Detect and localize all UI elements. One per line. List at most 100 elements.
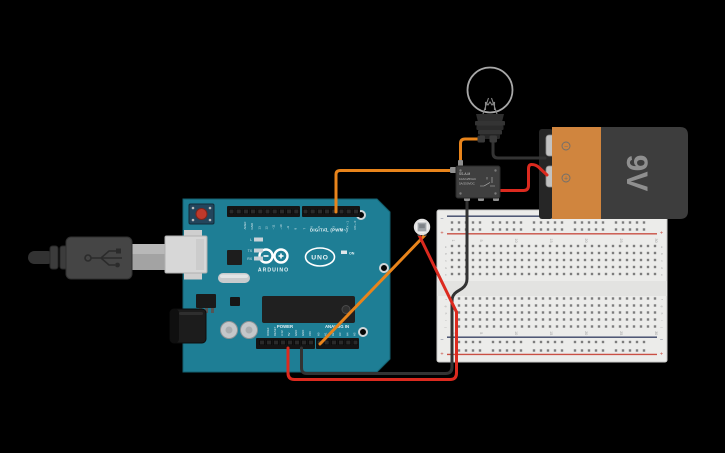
- breadboard-hole[interactable]: [576, 318, 580, 321]
- breadboard-hole[interactable]: [520, 272, 524, 276]
- breadboard-hole[interactable]: [583, 297, 587, 300]
- breadboard-hole[interactable]: [625, 244, 629, 248]
- header-pin[interactable]: [272, 208, 278, 214]
- breadboard-hole[interactable]: [576, 297, 580, 300]
- breadboard-hole[interactable]: [562, 325, 566, 328]
- breadboard-hole[interactable]: [513, 304, 517, 307]
- breadboard-hole[interactable]: [527, 244, 531, 248]
- breadboard-hole[interactable]: [635, 221, 639, 224]
- breadboard-hole[interactable]: [635, 228, 639, 231]
- breadboard-hole[interactable]: [594, 228, 598, 231]
- breadboard-hole[interactable]: [471, 221, 475, 224]
- breadboard-hole[interactable]: [618, 265, 622, 269]
- breadboard-hole[interactable]: [464, 304, 468, 307]
- breadboard-hole[interactable]: [604, 318, 608, 321]
- breadboard-hole[interactable]: [653, 311, 657, 314]
- breadboard-hole[interactable]: [450, 244, 454, 248]
- breadboard-hole[interactable]: [583, 325, 587, 328]
- breadboard-hole[interactable]: [512, 221, 516, 224]
- breadboard-hole[interactable]: [573, 228, 577, 231]
- breadboard-hole[interactable]: [594, 349, 598, 352]
- breadboard-hole[interactable]: [653, 258, 657, 262]
- breadboard-hole[interactable]: [642, 221, 646, 224]
- breadboard-hole[interactable]: [621, 228, 625, 231]
- breadboard-hole[interactable]: [450, 221, 454, 224]
- breadboard-hole[interactable]: [639, 311, 643, 314]
- breadboard-hole[interactable]: [614, 340, 618, 344]
- breadboard-hole[interactable]: [534, 251, 538, 255]
- header-pin[interactable]: [243, 208, 249, 214]
- breadboard-hole[interactable]: [499, 272, 503, 276]
- breadboard-hole[interactable]: [580, 349, 584, 352]
- breadboard-hole[interactable]: [583, 304, 587, 307]
- breadboard-hole[interactable]: [611, 325, 615, 328]
- breadboard-hole[interactable]: [611, 304, 615, 307]
- breadboard-hole[interactable]: [534, 244, 538, 248]
- wire-d2-relay[interactable]: [334, 169, 457, 214]
- breadboard-hole[interactable]: [576, 272, 580, 276]
- breadboard-hole[interactable]: [513, 297, 517, 300]
- breadboard-hole[interactable]: [553, 221, 557, 224]
- breadboard-hole[interactable]: [618, 244, 622, 248]
- power-jack[interactable]: [169, 308, 207, 344]
- breadboard-hole[interactable]: [534, 325, 538, 328]
- breadboard-hole[interactable]: [485, 265, 489, 269]
- breadboard-hole[interactable]: [485, 325, 489, 328]
- usb-plug[interactable]: [28, 236, 133, 280]
- breadboard-hole[interactable]: [632, 244, 636, 248]
- breadboard-hole[interactable]: [499, 244, 503, 248]
- breadboard-hole[interactable]: [505, 349, 509, 352]
- breadboard-hole[interactable]: [569, 325, 573, 328]
- breadboard-hole[interactable]: [601, 228, 605, 231]
- breadboard-hole[interactable]: [625, 251, 629, 255]
- breadboard-hole[interactable]: [520, 325, 524, 328]
- reset-button[interactable]: [188, 203, 215, 225]
- breadboard-hole[interactable]: [499, 325, 503, 328]
- breadboard-hole[interactable]: [548, 304, 552, 307]
- breadboard-hole[interactable]: [478, 318, 482, 321]
- breadboard-hole[interactable]: [457, 258, 461, 262]
- breadboard-hole[interactable]: [576, 258, 580, 262]
- breadboard-hole[interactable]: [642, 340, 646, 344]
- breadboard-hole[interactable]: [527, 311, 531, 314]
- breadboard-hole[interactable]: [491, 340, 495, 344]
- breadboard-hole[interactable]: [541, 258, 545, 262]
- breadboard-hole[interactable]: [478, 258, 482, 262]
- breadboard-hole[interactable]: [450, 272, 454, 276]
- header-pin[interactable]: [257, 208, 263, 214]
- breadboard-hole[interactable]: [639, 272, 643, 276]
- breadboard-hole[interactable]: [569, 304, 573, 307]
- breadboard-hole[interactable]: [611, 297, 615, 300]
- breadboard-hole[interactable]: [506, 272, 510, 276]
- breadboard-hole[interactable]: [583, 251, 587, 255]
- breadboard-hole[interactable]: [492, 318, 496, 321]
- breadboard-hole[interactable]: [569, 318, 573, 321]
- breadboard-hole[interactable]: [555, 311, 559, 314]
- breadboard-hole[interactable]: [485, 311, 489, 314]
- header-pin[interactable]: [265, 208, 271, 214]
- breadboard-hole[interactable]: [457, 297, 461, 300]
- breadboard-hole[interactable]: [604, 304, 608, 307]
- breadboard-hole[interactable]: [506, 311, 510, 314]
- breadboard-hole[interactable]: [539, 349, 543, 352]
- breadboard-hole[interactable]: [464, 340, 468, 344]
- breadboard-hole[interactable]: [611, 244, 615, 248]
- bulb-glass[interactable]: [466, 66, 514, 114]
- breadboard-hole[interactable]: [471, 325, 475, 328]
- breadboard-hole[interactable]: [639, 325, 643, 328]
- breadboard-hole[interactable]: [625, 272, 629, 276]
- breadboard-hole[interactable]: [485, 297, 489, 300]
- breadboard-hole[interactable]: [560, 221, 564, 224]
- breadboard-hole[interactable]: [646, 325, 650, 328]
- breadboard-hole[interactable]: [499, 265, 503, 269]
- breadboard-hole[interactable]: [485, 272, 489, 276]
- header-pin[interactable]: [279, 208, 285, 214]
- breadboard-hole[interactable]: [597, 297, 601, 300]
- breadboard-hole[interactable]: [653, 251, 657, 255]
- breadboard-hole[interactable]: [639, 244, 643, 248]
- breadboard-hole[interactable]: [639, 265, 643, 269]
- breadboard-hole[interactable]: [546, 349, 550, 352]
- breadboard-hole[interactable]: [519, 221, 523, 224]
- breadboard-hole[interactable]: [590, 297, 594, 300]
- breadboard-hole[interactable]: [485, 258, 489, 262]
